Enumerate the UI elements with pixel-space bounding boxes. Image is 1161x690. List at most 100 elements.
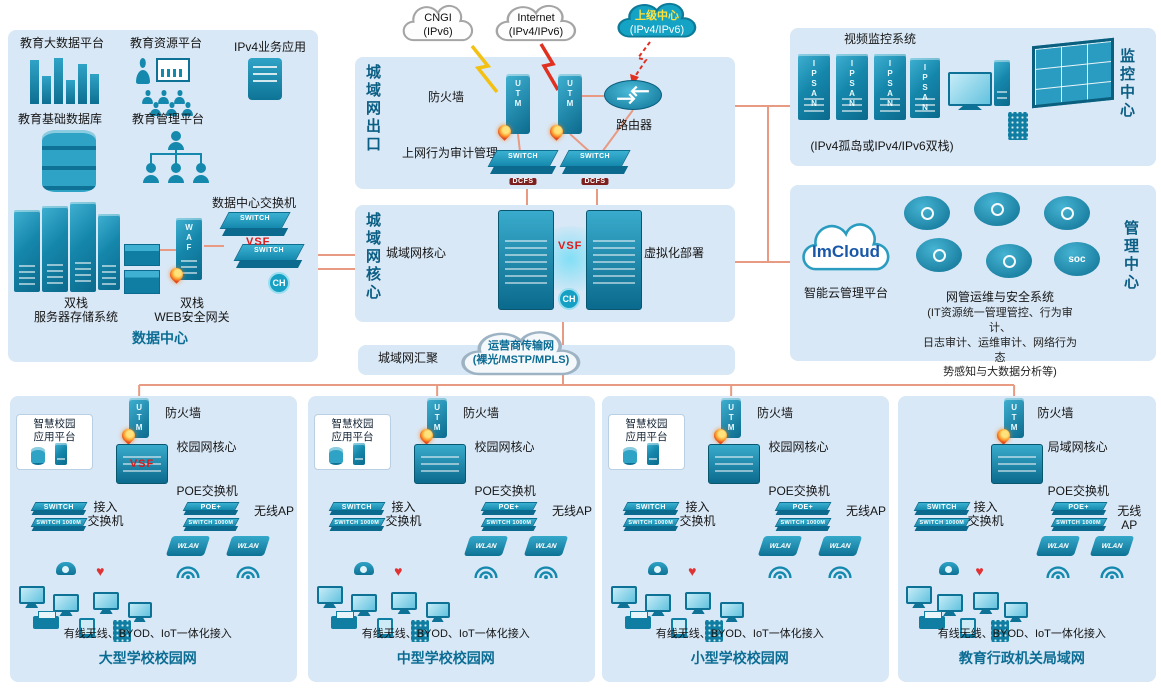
ip-phone-icon — [411, 620, 430, 642]
campus-title: 教育行政机关局域网 — [958, 650, 1085, 666]
server-tower-icon — [42, 206, 68, 292]
monitoring-note: (IPv4孤岛或IPv4/IPv6双栈) — [810, 139, 954, 153]
audit-switch-icon: SWITCH DCFS — [559, 150, 631, 185]
campus-title: 中型学校校园网 — [396, 650, 495, 666]
core-chassis-icon — [586, 210, 642, 310]
audience-icon — [174, 90, 185, 104]
ap-label: 无线AP — [845, 504, 886, 518]
audience-icon — [150, 102, 161, 116]
desktop-monitor-icon — [93, 592, 120, 610]
resource-label: 教育资源平台 — [130, 36, 203, 50]
firewall-label: 防火墙 — [462, 406, 499, 420]
poe-switch-icon: POE+ — [480, 502, 538, 517]
desktop-monitor-icon — [905, 586, 932, 604]
poe-switch-icon: SWITCH 1000M — [1050, 518, 1108, 533]
ip-phone-icon — [705, 620, 724, 642]
ip-phone-icon — [113, 620, 132, 642]
poe-switch-icon: SWITCH 1000M — [182, 518, 240, 533]
app-platform: 智慧校园 应用平台 — [15, 414, 94, 470]
pc-tower-icon — [994, 60, 1010, 106]
wireless-ap-icon: WLAN — [817, 536, 863, 556]
document-icon — [248, 58, 282, 100]
access-note: 有线无线、BYOD、IoT一体化接入 — [937, 628, 1106, 640]
video-storage-icon: IPSAN — [798, 54, 830, 120]
keypad-icon — [1008, 112, 1028, 140]
audit-switch-icon: SWITCH DCFS — [487, 150, 559, 185]
management-title: 管理中心 — [1122, 220, 1139, 292]
campus-title: 大型学校校园网 — [98, 650, 197, 666]
wifi-waves-icon — [172, 560, 204, 580]
desktop-monitor-icon — [391, 592, 418, 610]
ops-globe-icon — [904, 196, 950, 230]
access-label: 接入 交换机 — [87, 500, 124, 529]
access-label: 接入 交换机 — [385, 500, 422, 529]
poe-switch-icon: POE+ — [182, 502, 240, 517]
video-storage-icon: IPSAN — [836, 54, 868, 120]
wifi-waves-icon — [824, 560, 856, 580]
org-tree-icon — [140, 130, 212, 186]
tablet-icon — [670, 618, 687, 638]
imcloud-label: ImCloud — [812, 242, 880, 261]
desktop-monitor-icon — [610, 586, 637, 604]
printer-icon — [330, 611, 357, 629]
audience-icon — [166, 102, 177, 116]
edu-mgmt-label: 教育管理平台 — [132, 112, 205, 126]
core-switch-icon — [708, 444, 761, 484]
metro-exit-title: 城域网出口 — [364, 64, 381, 154]
access-label: 接入 交换机 — [679, 500, 716, 529]
desktop-monitor-icon — [53, 594, 80, 612]
upper-center-cloud-label: 上级中心 (IPv4/IPv6) — [629, 10, 685, 36]
storage-box-icon — [124, 244, 160, 266]
storage-label: 双栈 服务器存储系统 — [33, 296, 119, 325]
tablet-icon — [78, 618, 95, 638]
virtualization-label: 虚拟化部署 — [644, 246, 705, 260]
poe-switch-icon: SWITCH 1000M — [774, 518, 832, 533]
campus-title: 小型学校校园网 — [690, 650, 789, 666]
access-note: 有线无线、BYOD、IoT一体化接入 — [655, 628, 824, 640]
server-icon — [352, 443, 365, 465]
app-platform: 智慧校园 应用平台 — [313, 414, 392, 470]
log-search-icon — [986, 244, 1032, 278]
access-note: 有线无线、BYOD、IoT一体化接入 — [361, 628, 530, 640]
router-icon — [604, 80, 662, 110]
core-switch-icon — [414, 444, 467, 484]
camera-icon — [939, 562, 960, 575]
server-mgmt-icon — [1044, 196, 1090, 230]
access-switch-icon: SWITCH — [30, 502, 88, 517]
poe-label: POE交换机 — [768, 484, 830, 498]
core-label: 局域网核心 — [1047, 440, 1108, 454]
access-switch-icon: SWITCH 1000M — [30, 518, 88, 533]
carrier-cloud-label: 运营商传输网(裸光/MSTP/MPLS) — [472, 340, 570, 366]
access-switch-icon: SWITCH — [622, 502, 680, 517]
poe-switch-icon: SWITCH 1000M — [480, 518, 538, 533]
wireless-ap-icon: WLAN — [225, 536, 271, 556]
desktop-monitor-icon — [972, 592, 999, 610]
core-label: 校园网核心 — [768, 440, 829, 454]
server-tower-icon — [14, 210, 40, 292]
wireless-ap-icon: WLAN — [757, 536, 803, 556]
poe-label: POE交换机 — [176, 484, 238, 498]
access-switch-icon: SWITCH 1000M — [913, 518, 971, 533]
desktop-monitor-icon — [685, 592, 712, 610]
vsf-badge: VSF — [246, 236, 271, 248]
server-tower-icon — [70, 202, 96, 292]
heart-icon: ♥ — [688, 563, 697, 579]
firewall-label: 防火墙 — [756, 406, 793, 420]
vsf-badge: VSF — [558, 240, 583, 252]
audit-icon — [974, 192, 1020, 226]
wifi-waves-icon — [530, 560, 562, 580]
server-tower-icon — [98, 214, 120, 290]
desktop-monitor-icon — [425, 602, 450, 618]
bigdata-label: 教育大数据平台 — [20, 36, 105, 50]
database-icon — [42, 130, 96, 192]
desktop-monitor-icon — [645, 594, 672, 612]
ch-badge: CH — [558, 288, 580, 310]
poe-switch-icon: POE+ — [1050, 502, 1108, 517]
db-audit-icon — [916, 238, 962, 272]
printer-icon — [32, 611, 59, 629]
access-note: 有线无线、BYOD、IoT一体化接入 — [63, 628, 232, 640]
wifi-waves-icon — [470, 560, 502, 580]
monitoring-title: 监控中心 — [1118, 48, 1135, 120]
ap-label: 无线AP — [551, 504, 592, 518]
